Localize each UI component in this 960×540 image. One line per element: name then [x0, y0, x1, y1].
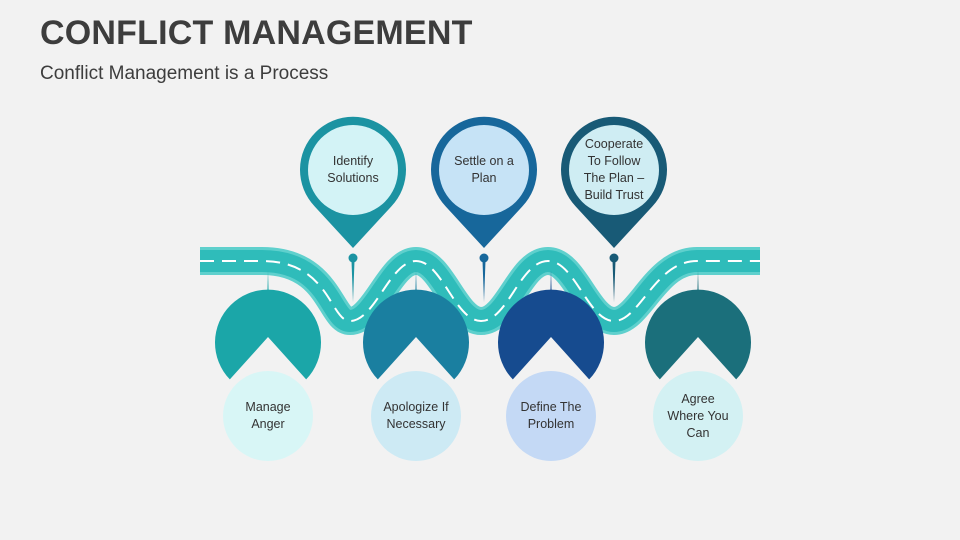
step-pin-7 — [644, 270, 751, 461]
page-title: CONFLICT MANAGEMENT — [40, 14, 473, 52]
pin-dot — [609, 253, 619, 263]
pin-marker — [644, 289, 751, 380]
pin-inner-circle — [506, 371, 596, 461]
pin-dot — [348, 253, 358, 263]
pin-marker — [498, 289, 604, 380]
pin-connector — [612, 258, 616, 302]
step-pin-3 — [363, 270, 469, 461]
pin-connector — [351, 258, 355, 302]
step-label-2: Identify Solutions — [327, 154, 379, 185]
step-label-5: Define The Problem — [520, 400, 582, 431]
pin-inner-circle — [569, 125, 659, 215]
step-pin-6 — [560, 116, 667, 302]
step-label-7: Agree Where You Can — [667, 391, 729, 440]
pin-marker — [214, 289, 321, 380]
step-label-1: Manage Anger — [245, 400, 291, 431]
pin-inner-circle — [653, 371, 743, 461]
pin-connector — [482, 258, 486, 302]
step-label-3: Apologize If Necessary — [383, 400, 449, 431]
step-label-6: Cooperate To Follow The Plan – Build Tru… — [583, 137, 645, 202]
road-center-line — [200, 259, 760, 323]
page-subtitle: Conflict Management is a Process — [40, 63, 329, 84]
step-pin-4 — [431, 116, 538, 302]
pin-inner-circle — [371, 371, 461, 461]
pin-inner-circle — [308, 125, 398, 215]
step-pin-5 — [498, 270, 604, 461]
step-label-4: Settle on a Plan — [454, 154, 514, 185]
pin-marker — [363, 289, 469, 380]
step-pin-2 — [300, 116, 406, 302]
pin-inner-circle — [439, 125, 529, 215]
pin-inner-circle — [223, 371, 313, 461]
pin-dot — [479, 253, 489, 263]
step-pin-1 — [214, 270, 321, 461]
winding-road — [200, 247, 760, 335]
